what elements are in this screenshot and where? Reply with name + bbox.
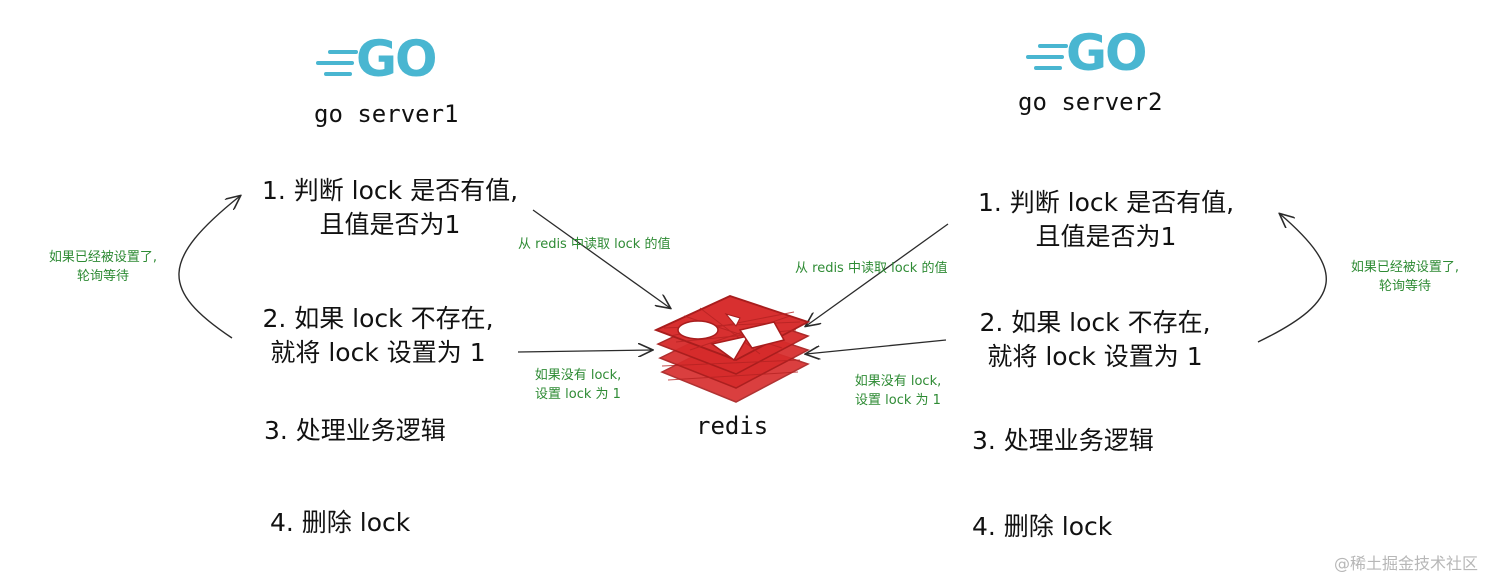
left-set-note-line2: 设置 lock 为 1 [535,387,621,402]
left-step-1: 1. 判断 lock 是否有值, 且值是否为1 [230,174,550,242]
left-set-note: 如果没有 lock, 设置 lock 为 1 [516,366,640,404]
left-set-arrow [517,350,652,352]
go-logo-right: GO [1066,24,1148,82]
right-set-arrow [806,339,947,354]
right-step-4: 4. 删除 lock [972,512,1113,541]
right-step-2-line2: 就将 lock 设置为 1 [987,342,1203,371]
go-logo-left: GO [356,30,438,88]
right-step-1-line1: 1. 判断 lock 是否有值, [977,188,1235,217]
server-label-right: go server2 [1018,88,1163,116]
left-step-2-line1: 2. 如果 lock 不存在, [262,304,494,333]
right-step-3: 3. 处理业务逻辑 [972,426,1154,455]
left-step-1-line2: 且值是否为1 [319,210,461,239]
right-step-1: 1. 判断 lock 是否有值, 且值是否为1 [946,186,1266,254]
right-set-note: 如果没有 lock, 设置 lock 为 1 [836,372,960,410]
left-step-2: 2. 如果 lock 不存在, 就将 lock 设置为 1 [228,302,528,370]
right-loop-arrow [1257,214,1327,343]
right-set-note-line2: 设置 lock 为 1 [855,393,941,408]
go-logo-speed-lines-left [316,50,358,76]
right-loop-note-line2: 轮询等待 [1378,279,1431,294]
right-step-2: 2. 如果 lock 不存在, 就将 lock 设置为 1 [940,306,1250,374]
redis-label: redis [696,412,769,440]
left-loop-note-line1: 如果已经被设置了, [48,250,158,265]
right-step-2-line1: 2. 如果 lock 不存在, [979,308,1211,337]
left-read-note: 从 redis 中读取 lock 的值 [518,237,671,252]
left-loop-note: 如果已经被设置了, 轮询等待 [28,248,178,286]
left-loop-note-line2: 轮询等待 [76,269,129,284]
right-loop-note: 如果已经被设置了, 轮询等待 [1330,258,1480,296]
right-read-note: 从 redis 中读取 lock 的值 [795,261,948,276]
left-step-2-line2: 就将 lock 设置为 1 [270,338,486,367]
left-loop-arrow [178,196,240,339]
right-step-1-line2: 且值是否为1 [1035,222,1177,251]
right-loop-note-line1: 如果已经被设置了, [1350,260,1460,275]
go-logo-speed-lines-right [1026,44,1068,70]
left-read-arrow [532,209,670,308]
left-step-4: 4. 删除 lock [270,508,411,537]
watermark: @稀土掘金技术社区 [1334,554,1479,573]
left-set-note-line1: 如果没有 lock, [534,368,622,383]
left-step-3: 3. 处理业务逻辑 [264,416,446,445]
right-set-note-line1: 如果没有 lock, [854,374,942,389]
left-step-1-line1: 1. 判断 lock 是否有值, [261,176,519,205]
right-read-arrow [806,223,949,326]
server-label-left: go server1 [314,100,459,128]
redis-logo-icon [653,295,811,403]
